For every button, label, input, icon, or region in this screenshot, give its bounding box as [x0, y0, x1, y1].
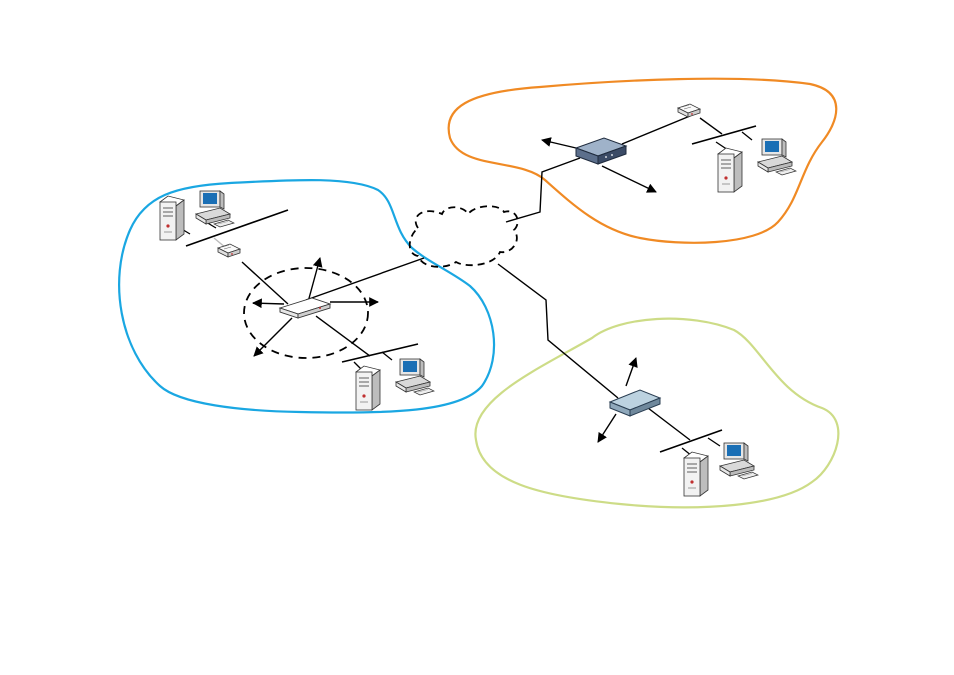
modem-icon — [678, 104, 700, 117]
signal-arrow — [626, 358, 636, 386]
workstation-icon — [758, 139, 796, 175]
signal-arrow — [602, 166, 656, 192]
blue-network — [160, 191, 434, 410]
signal-arrow — [542, 140, 576, 148]
lan-drop — [742, 132, 752, 140]
workstation-icon — [720, 443, 758, 479]
green-network — [498, 264, 758, 496]
wireless-signal-arrow — [253, 303, 284, 304]
server-icon — [718, 148, 742, 192]
server-icon — [356, 366, 380, 410]
lan-drop — [708, 438, 720, 446]
region-green — [475, 319, 838, 508]
wireless-access-point-icon — [280, 298, 330, 318]
lan-link — [622, 116, 690, 144]
workstation-icon — [196, 191, 234, 227]
lan-link — [648, 408, 690, 440]
lan-link — [242, 262, 288, 304]
wan-link — [306, 258, 424, 300]
orange-network — [506, 104, 796, 222]
server-icon — [684, 452, 708, 496]
workstation-icon — [396, 359, 434, 395]
lan-drop — [382, 352, 392, 360]
signal-arrow — [598, 414, 616, 442]
modem-icon — [218, 244, 240, 257]
router-icon — [576, 138, 626, 164]
wan-link — [498, 264, 618, 398]
lan-link — [700, 118, 722, 134]
server-icon — [160, 196, 184, 240]
